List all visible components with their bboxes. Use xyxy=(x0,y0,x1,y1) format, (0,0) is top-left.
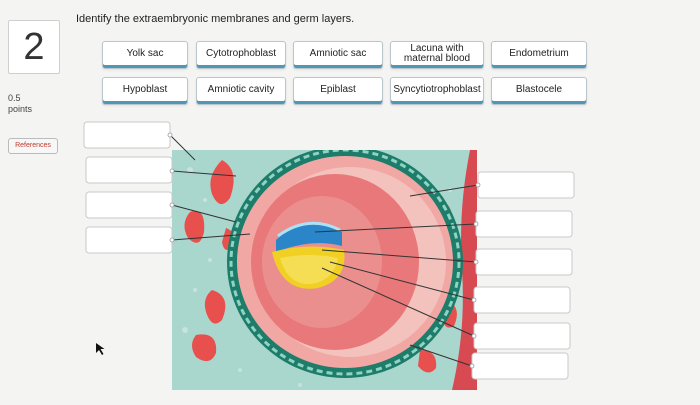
label-yolk-sac[interactable]: Yolk sac xyxy=(102,41,188,69)
points-label: 0.5 points xyxy=(8,93,33,114)
label-endometrium[interactable]: Endometrium xyxy=(491,41,587,69)
drop-target-right-1[interactable] xyxy=(477,171,575,199)
drop-target-left-1[interactable] xyxy=(83,121,171,149)
cursor-icon xyxy=(96,343,105,355)
label-amniotic-sac[interactable]: Amniotic sac xyxy=(293,41,383,69)
label-syncytiotrophoblast[interactable]: Syncytiotrophoblast xyxy=(390,77,484,105)
drop-target-left-2[interactable] xyxy=(85,156,173,184)
label-lacuna[interactable]: Lacuna with maternal blood xyxy=(390,41,484,69)
references-button[interactable]: References xyxy=(8,138,58,154)
label-blastocele[interactable]: Blastocele xyxy=(491,77,587,105)
instruction-text: Identify the extraembryonic membranes an… xyxy=(76,13,355,25)
drop-target-right-4[interactable] xyxy=(473,286,571,314)
leader-lines xyxy=(169,134,479,367)
drop-target-group-right xyxy=(471,171,575,380)
drop-target-group-left xyxy=(83,121,173,254)
label-cytotrophoblast[interactable]: Cytotrophoblast xyxy=(196,41,286,69)
drop-target-right-5[interactable] xyxy=(473,322,571,350)
drop-target-right-3[interactable] xyxy=(475,248,573,276)
drop-target-left-3[interactable] xyxy=(85,191,173,219)
label-hypoblast[interactable]: Hypoblast xyxy=(102,77,188,105)
label-amniotic-cavity[interactable]: Amniotic cavity xyxy=(196,77,286,105)
question-number: 2 xyxy=(8,20,60,74)
drop-target-right-2[interactable] xyxy=(475,210,573,238)
label-epiblast[interactable]: Epiblast xyxy=(293,77,383,105)
drop-target-right-6[interactable] xyxy=(471,352,569,380)
drop-target-left-4[interactable] xyxy=(85,226,173,254)
